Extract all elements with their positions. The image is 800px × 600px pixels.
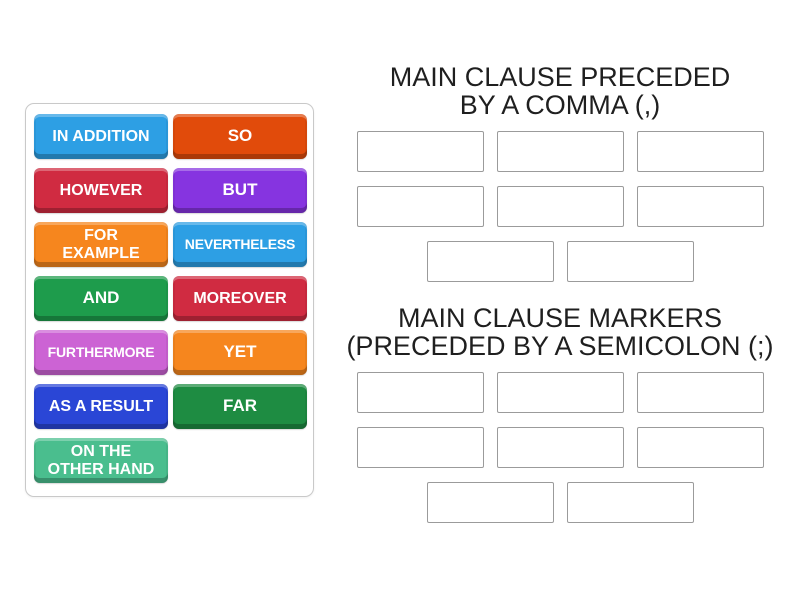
drop-slot[interactable]: [356, 186, 484, 227]
group-dropzone-comma: [340, 131, 780, 296]
group-title-comma: MAIN CLAUSE PRECEDED BY A COMMA (,): [389, 62, 731, 120]
drop-slot[interactable]: [636, 186, 764, 227]
group-title-semicolon: MAIN CLAUSE MARKERS (PRECEDED BY A SEMIC…: [346, 303, 774, 361]
word-tile-so[interactable]: SO: [173, 114, 307, 159]
word-tile-far[interactable]: FAR: [173, 384, 307, 429]
word-tile-furthermore[interactable]: FURTHERMORE: [34, 330, 168, 375]
word-tile-as-a-result[interactable]: AS A RESULT: [34, 384, 168, 429]
drop-slot[interactable]: [356, 372, 484, 413]
drop-slot[interactable]: [566, 241, 694, 282]
drop-slot[interactable]: [426, 241, 554, 282]
word-tile-nevertheless[interactable]: NEVERTHELESS: [173, 222, 307, 267]
drop-slot[interactable]: [636, 131, 764, 172]
drop-slot[interactable]: [356, 427, 484, 468]
drop-slot[interactable]: [356, 131, 484, 172]
word-tile-for-example[interactable]: FOR EXAMPLE: [34, 222, 168, 267]
drop-slot[interactable]: [636, 427, 764, 468]
word-bank-panel: IN ADDITION SO HOWEVER BUT FOR EXAMPLE N…: [25, 103, 314, 497]
group-dropzone-semicolon: [340, 372, 780, 537]
drop-slot[interactable]: [496, 427, 624, 468]
drop-slot[interactable]: [496, 186, 624, 227]
drop-slot[interactable]: [636, 372, 764, 413]
word-tile-in-addition[interactable]: IN ADDITION: [34, 114, 168, 159]
word-tile-and[interactable]: AND: [34, 276, 168, 321]
drop-slot[interactable]: [426, 482, 554, 523]
drop-slot[interactable]: [566, 482, 694, 523]
drop-slot[interactable]: [496, 131, 624, 172]
word-tile-yet[interactable]: YET: [173, 330, 307, 375]
word-tile-however[interactable]: HOWEVER: [34, 168, 168, 213]
word-tile-on-the-other-hand[interactable]: ON THE OTHER HAND: [34, 438, 168, 483]
drop-slot[interactable]: [496, 372, 624, 413]
word-tile-but[interactable]: BUT: [173, 168, 307, 213]
word-tile-moreover[interactable]: MOREOVER: [173, 276, 307, 321]
